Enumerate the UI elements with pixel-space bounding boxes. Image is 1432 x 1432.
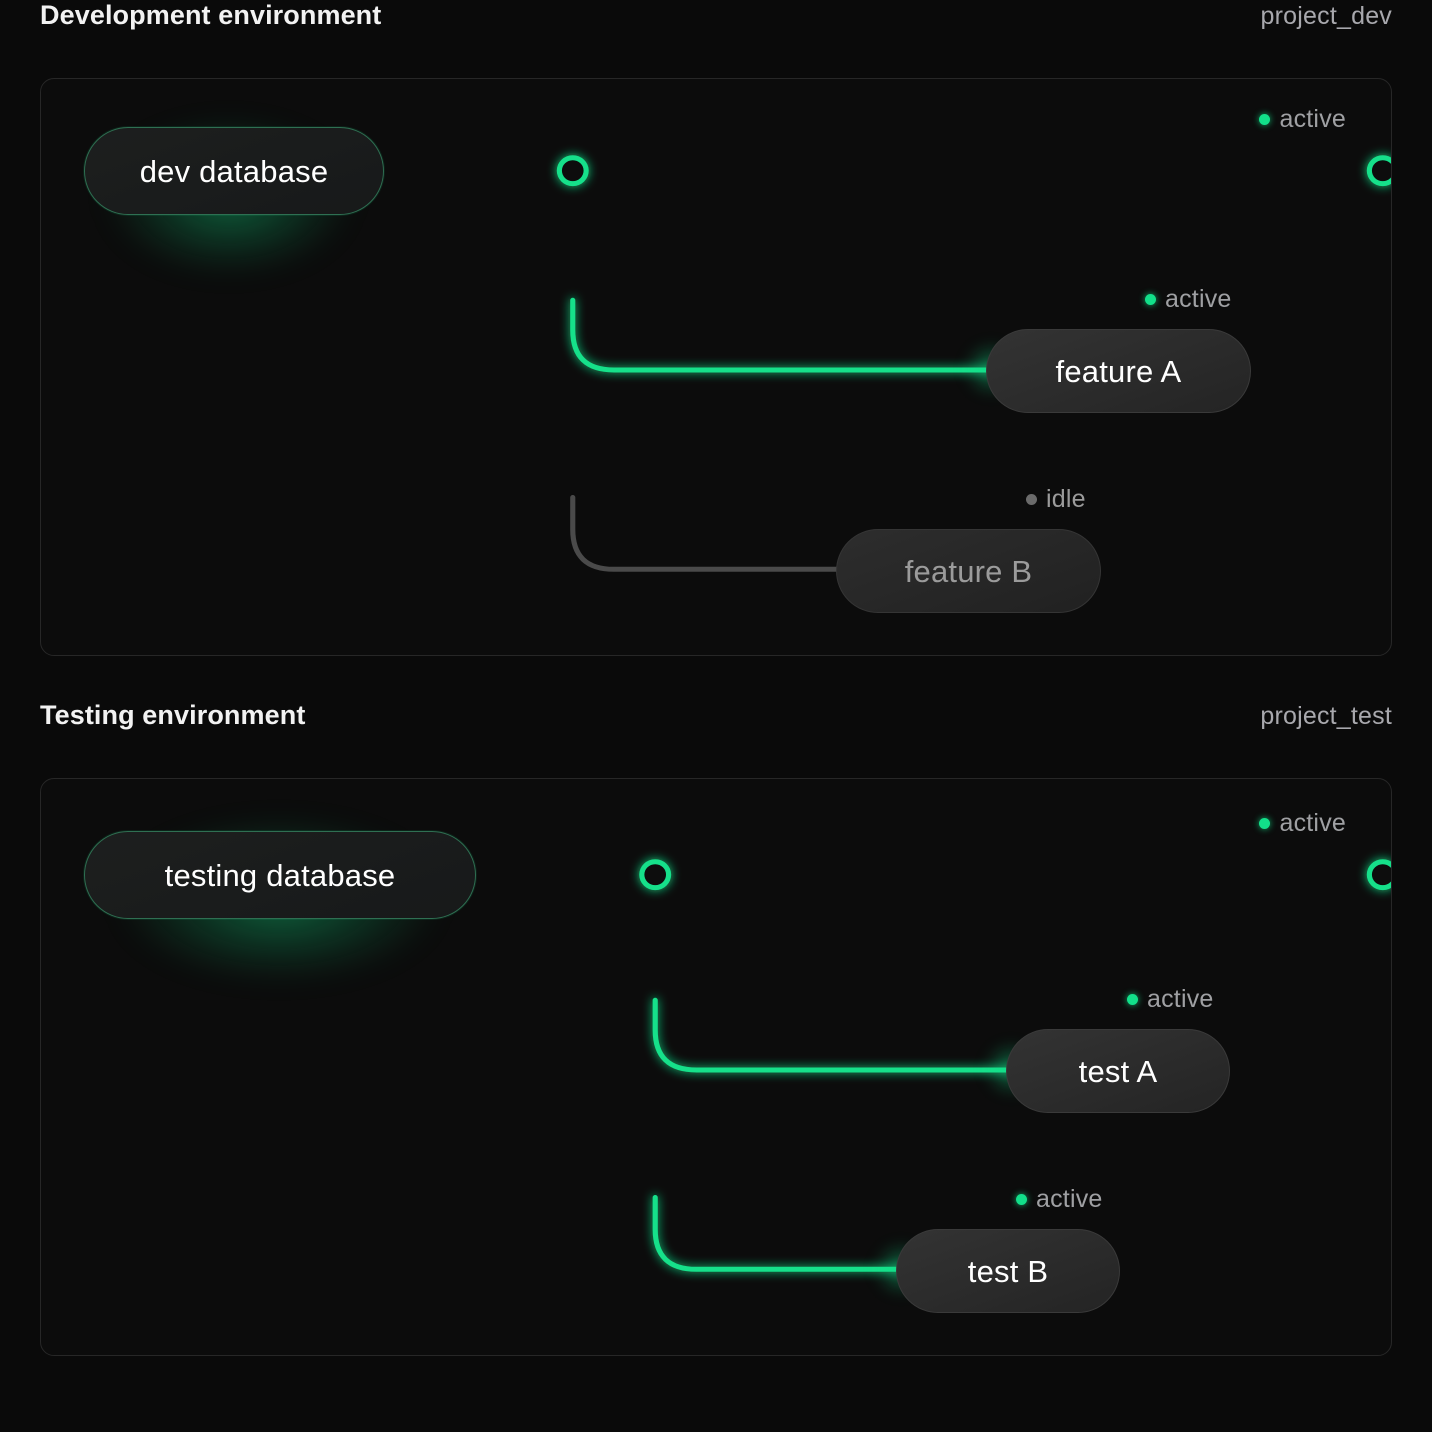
section-spacer (40, 656, 1392, 700)
branch-line-feature-b (570, 495, 869, 572)
node-label-testing-database: testing database (164, 857, 396, 893)
branch-line-feature-a (570, 297, 1023, 373)
node-feature-b[interactable]: feature B (836, 529, 1101, 613)
status-badge-trunk-testing: active (1259, 811, 1346, 836)
endpoint-node-testing[interactable] (1366, 859, 1391, 891)
section-header-testing: Testing environment project_test (40, 700, 1392, 778)
node-feature-a[interactable]: feature A (986, 329, 1251, 413)
node-label-test-b: test B (967, 1253, 1049, 1289)
page-title-development: Development environment (40, 0, 382, 30)
status-label: idle (1046, 485, 1086, 513)
status-dot-icon (1127, 994, 1138, 1005)
section-header-development: Development environment project_dev (40, 0, 1392, 78)
page-title-testing: Testing environment (40, 700, 306, 730)
node-label-test-a: test A (1078, 1053, 1158, 1089)
junction-node-testing[interactable] (639, 859, 672, 891)
status-badge-test-a: active (1127, 987, 1214, 1012)
node-label-feature-b: feature B (904, 553, 1033, 589)
status-badge-feature-b: idle (1026, 487, 1086, 512)
connection-graph-development (353, 155, 1391, 572)
node-testing-database[interactable]: testing database (84, 831, 476, 919)
node-test-b[interactable]: test B (896, 1229, 1120, 1313)
status-badge-test-b: active (1016, 1187, 1103, 1212)
environment-card-testing: testing database active active test A ac… (40, 778, 1392, 1356)
branch-line-test-a (652, 997, 1044, 1073)
project-tag-development: project_dev (1260, 2, 1392, 30)
status-dot-icon (1259, 818, 1271, 829)
status-label: active (1279, 809, 1346, 837)
status-label: active (1036, 1185, 1103, 1213)
status-dot-icon (1259, 114, 1271, 125)
project-tag-testing: project_test (1260, 702, 1392, 730)
endpoint-node-development[interactable] (1366, 155, 1391, 187)
node-dev-database[interactable]: dev database (84, 127, 384, 215)
status-dot-icon (1026, 494, 1037, 505)
status-label: active (1147, 985, 1214, 1013)
node-label-dev-database: dev database (139, 153, 329, 189)
environment-card-development: dev database active active feature A idl… (40, 78, 1392, 656)
status-badge-trunk-development: active (1259, 107, 1346, 132)
node-label-feature-a: feature A (1055, 353, 1182, 389)
status-label: active (1165, 285, 1232, 313)
status-dot-icon (1016, 1194, 1027, 1205)
status-label: active (1279, 105, 1346, 133)
status-dot-icon (1145, 294, 1156, 305)
branch-line-test-b (652, 1195, 930, 1272)
node-test-a[interactable]: test A (1006, 1029, 1230, 1113)
junction-node-development[interactable] (556, 155, 589, 187)
connection-graph-testing (448, 859, 1391, 1272)
status-badge-feature-a: active (1145, 287, 1232, 312)
